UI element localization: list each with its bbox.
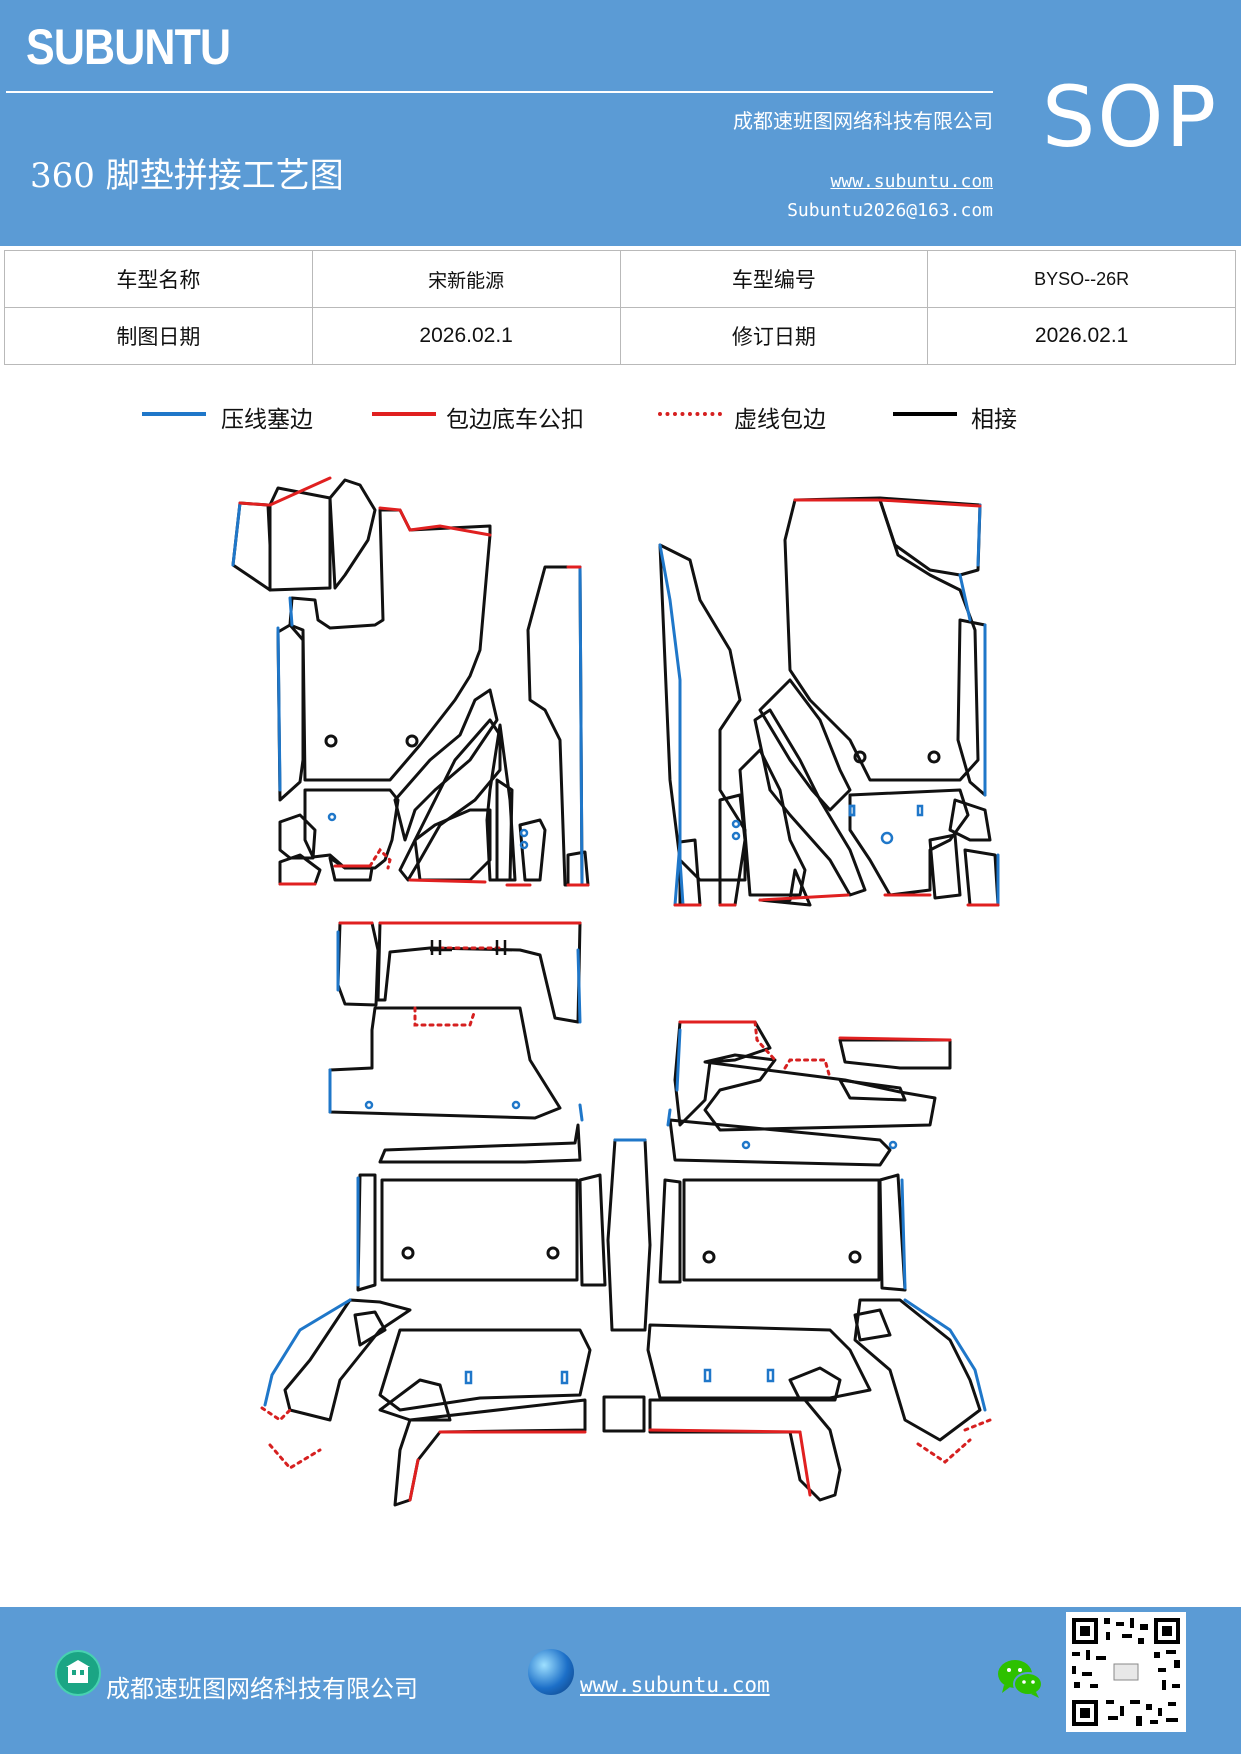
info-table: 车型名称 宋新能源 车型编号 BYSO--26R 制图日期 2026.02.1 …: [4, 250, 1236, 365]
header-company: 成都速班图网络科技有限公司: [733, 109, 993, 133]
header-divider: [6, 91, 993, 93]
table-cell: 2026.02.1: [927, 307, 1236, 365]
table-cell: BYSO--26R: [927, 250, 1236, 308]
header-email: Subuntu2026@163.com: [787, 200, 993, 221]
table-cell: 制图日期: [4, 307, 313, 365]
legend-swatch-red: [372, 412, 436, 416]
legend-label: 压线塞边: [221, 407, 313, 433]
footer-url-link[interactable]: www.subuntu.com: [580, 1673, 770, 1697]
sop-badge: SOP: [1042, 68, 1219, 166]
legend-label: 相接: [971, 407, 1017, 433]
home-icon: [55, 1650, 101, 1696]
table-row: 制图日期 2026.02.1 修订日期 2026.02.1: [4, 307, 1236, 365]
globe-icon: [528, 1649, 574, 1695]
floor-mat-diagram: [231, 476, 1000, 1507]
legend: 压线塞边 包边底车公扣 虚线包边 相接: [0, 400, 1241, 440]
footer: 成都速班图网络科技有限公司 www.subuntu.com: [0, 1607, 1241, 1754]
table-cell: 2026.02.1: [311, 307, 621, 365]
table-row: 车型名称 宋新能源 车型编号 BYSO--26R: [4, 250, 1236, 308]
header: SUBUNTU 成都速班图网络科技有限公司 360 脚垫拼接工艺图 www.su…: [0, 0, 1241, 246]
footer-company: 成都速班图网络科技有限公司: [106, 1675, 418, 1703]
wechat-icon[interactable]: [996, 1657, 1044, 1705]
header-url-link[interactable]: www.subuntu.com: [830, 171, 993, 192]
legend-swatch-dotted: [658, 412, 722, 416]
table-cell: 车型编号: [619, 250, 929, 308]
table-cell: 修订日期: [619, 307, 929, 365]
brand-logo: SUBUNTU: [26, 19, 231, 75]
page-title: 360 脚垫拼接工艺图: [30, 156, 344, 196]
legend-label: 包边底车公扣: [446, 407, 584, 433]
table-cell: 宋新能源: [311, 250, 621, 308]
qr-code: [1066, 1612, 1186, 1732]
legend-swatch-black: [893, 412, 957, 416]
table-cell: 车型名称: [4, 250, 313, 308]
legend-swatch-blue: [142, 412, 206, 416]
legend-label: 虚线包边: [734, 407, 826, 433]
